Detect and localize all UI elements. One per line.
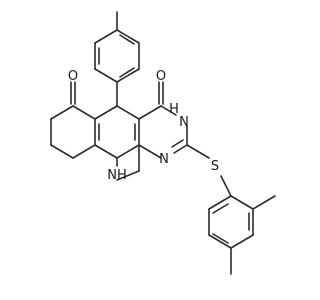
pyrimidinone-oxygen-label: O	[156, 69, 166, 84]
ketone-oxygen-label: O	[68, 69, 78, 84]
atom-labels: O O H N NH N S	[68, 69, 219, 183]
amide-hydrogen-label: H	[169, 102, 179, 117]
amide-nitrogen-label: N	[179, 115, 189, 130]
amine-nh-label: NH	[107, 168, 127, 183]
sulfur-label: S	[211, 159, 219, 174]
ring-nitrogen-label: N	[159, 152, 169, 167]
chemical-structure-diagram: O O H N NH N S	[50, 11, 276, 275]
bond-lines	[50, 11, 276, 275]
